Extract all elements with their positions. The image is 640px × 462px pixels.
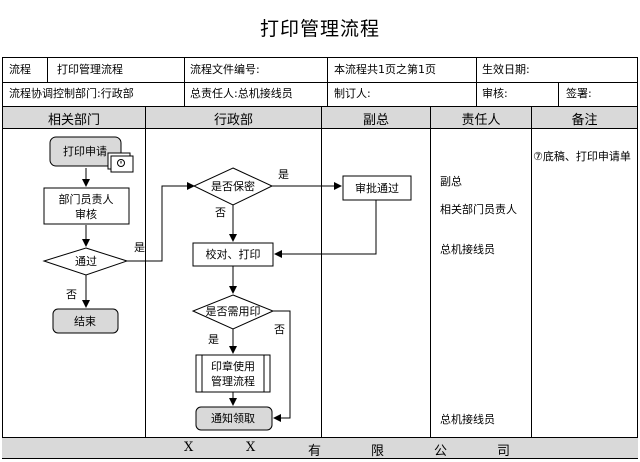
responsible-dept-head: 相关部门员责人: [440, 202, 517, 216]
page-title: 打印管理流程: [259, 18, 380, 40]
edge-label-seal-no: 否: [274, 323, 285, 336]
lane-divider: [145, 106, 146, 437]
footer-char: X: [246, 440, 256, 455]
col-divider: [47, 57, 48, 82]
lane-header-bar: [3, 107, 637, 128]
responsible-vp: 副总: [440, 174, 462, 188]
col-divider: [184, 57, 185, 106]
lane-title-related-dept: 相关部门: [47, 113, 100, 128]
header-control-dept: 流程协调控制部门:行政部: [9, 87, 134, 100]
node-need-seal-label: 是否需用印: [206, 305, 261, 318]
node-approve-label: 审批通过: [355, 181, 399, 195]
table-row-divider: [2, 106, 638, 107]
lane-title-admin: 行政部: [213, 113, 253, 128]
header-author: 制订人:: [334, 87, 371, 100]
col-divider: [476, 57, 477, 106]
header-signature: 签署:: [566, 87, 592, 100]
table-bottom-border: [2, 458, 638, 459]
node-notify-label: 通知领取: [211, 411, 255, 425]
remark-text: ⑦底稿、打印申请单: [533, 149, 631, 163]
lane-header-divider: [2, 128, 638, 129]
node-proofread-label: 校对、打印: [206, 247, 261, 261]
lane-title-responsible: 责任人: [461, 113, 501, 128]
edge-label-conf-no: 否: [215, 206, 226, 219]
node-confidential-label: 是否保密: [211, 179, 255, 193]
header-effective-date: 生效日期:: [482, 63, 530, 76]
header-page-info: 本流程共1页之第1页: [334, 63, 436, 76]
header-flow-name: 打印管理流程: [57, 63, 123, 76]
footer-char: 司: [497, 444, 511, 459]
footer-char: 公: [434, 444, 448, 459]
lane-title-vp: 副总: [362, 113, 389, 128]
footer-char: 限: [371, 444, 385, 459]
table-row-divider: [2, 82, 638, 83]
node-print-request-label: 打印申请: [63, 144, 107, 158]
responsible-operator-2: 总机接线员: [440, 412, 495, 426]
node-dept-review-line2: 审核: [75, 207, 97, 221]
node-dept-review: [43, 187, 130, 225]
node-confidential-decision: [192, 167, 274, 206]
footer-char: 有: [308, 444, 322, 459]
col-divider: [558, 82, 559, 106]
table-right-border: [637, 57, 638, 459]
node-pass-decision: [42, 247, 129, 276]
node-print-request: [49, 136, 122, 167]
node-approve: [342, 175, 412, 201]
table-top-border: [2, 57, 638, 58]
node-proofread-print: [192, 242, 274, 267]
edge-label-seal-yes: 是: [208, 333, 219, 346]
document-icon: [107, 152, 134, 173]
footer-bar: X X 有 限 公 司: [2, 438, 638, 459]
node-notify-pickup: [195, 406, 273, 431]
table-left-border: [2, 57, 3, 459]
node-seal-management: [195, 354, 271, 393]
lane-divider: [430, 106, 431, 437]
header-owner: 总责任人:总机接线员: [190, 87, 293, 100]
node-need-seal-decision: [191, 294, 275, 330]
node-pass-label: 通过: [75, 255, 97, 268]
node-dept-review-line1: 部门员责人: [59, 192, 114, 206]
lane-divider: [321, 106, 322, 437]
connectors: [82, 168, 377, 422]
footer-top-border: [2, 437, 638, 438]
node-seal-management-line1: 印章使用: [211, 359, 255, 373]
node-end-label: 结束: [74, 315, 96, 328]
lane-divider: [531, 106, 532, 437]
edge-label-pass-no: 否: [66, 288, 77, 301]
node-seal-management-line2: 管理流程: [211, 374, 255, 388]
lane-title-remark: 备注: [571, 113, 598, 128]
col-divider: [327, 57, 328, 106]
header-reviewer: 审核:: [482, 87, 508, 100]
edge-label-pass-yes: 是: [134, 241, 145, 254]
header-flow-label: 流程: [9, 63, 31, 76]
header-file-number: 流程文件编号:: [190, 63, 260, 76]
footer-char: X: [184, 440, 194, 455]
edge-label-conf-yes: 是: [278, 168, 289, 181]
responsible-operator-1: 总机接线员: [440, 242, 495, 256]
node-end: [52, 308, 119, 334]
